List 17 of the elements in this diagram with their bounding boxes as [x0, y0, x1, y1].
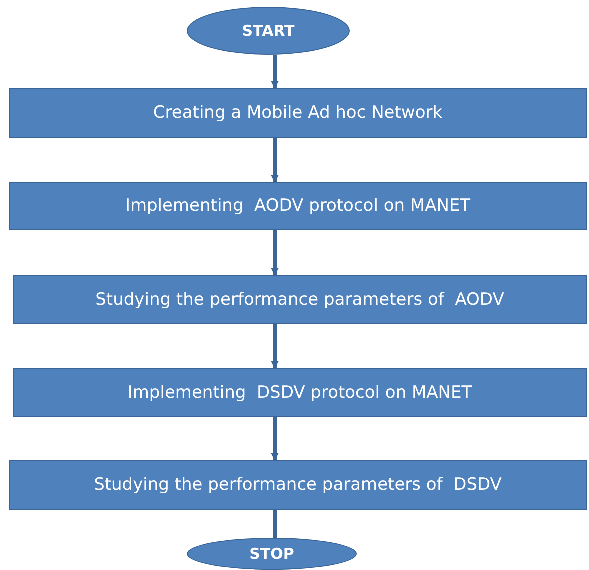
- process-box: [13, 275, 587, 324]
- node-label: Studying the performance parameters of DSDV: [94, 475, 502, 495]
- node-label: Implementing AODV protocol on MANET: [125, 196, 471, 216]
- node-label: Creating a Mobile Ad hoc Network: [153, 103, 443, 123]
- process-box: [13, 368, 587, 417]
- arrow: [271, 324, 279, 369]
- arrow: [271, 138, 279, 183]
- arrow: [271, 230, 279, 276]
- process-box: [9, 88, 587, 138]
- node-label: STOP: [250, 545, 294, 563]
- node-label: Studying the performance parameters of AODV: [96, 290, 504, 310]
- arrow: [271, 417, 279, 461]
- arrow: [271, 55, 279, 89]
- process-box: [9, 460, 587, 510]
- node-label: START: [242, 22, 295, 40]
- node-label: Implementing DSDV protocol on MANET: [128, 382, 472, 402]
- process-box: [9, 182, 587, 230]
